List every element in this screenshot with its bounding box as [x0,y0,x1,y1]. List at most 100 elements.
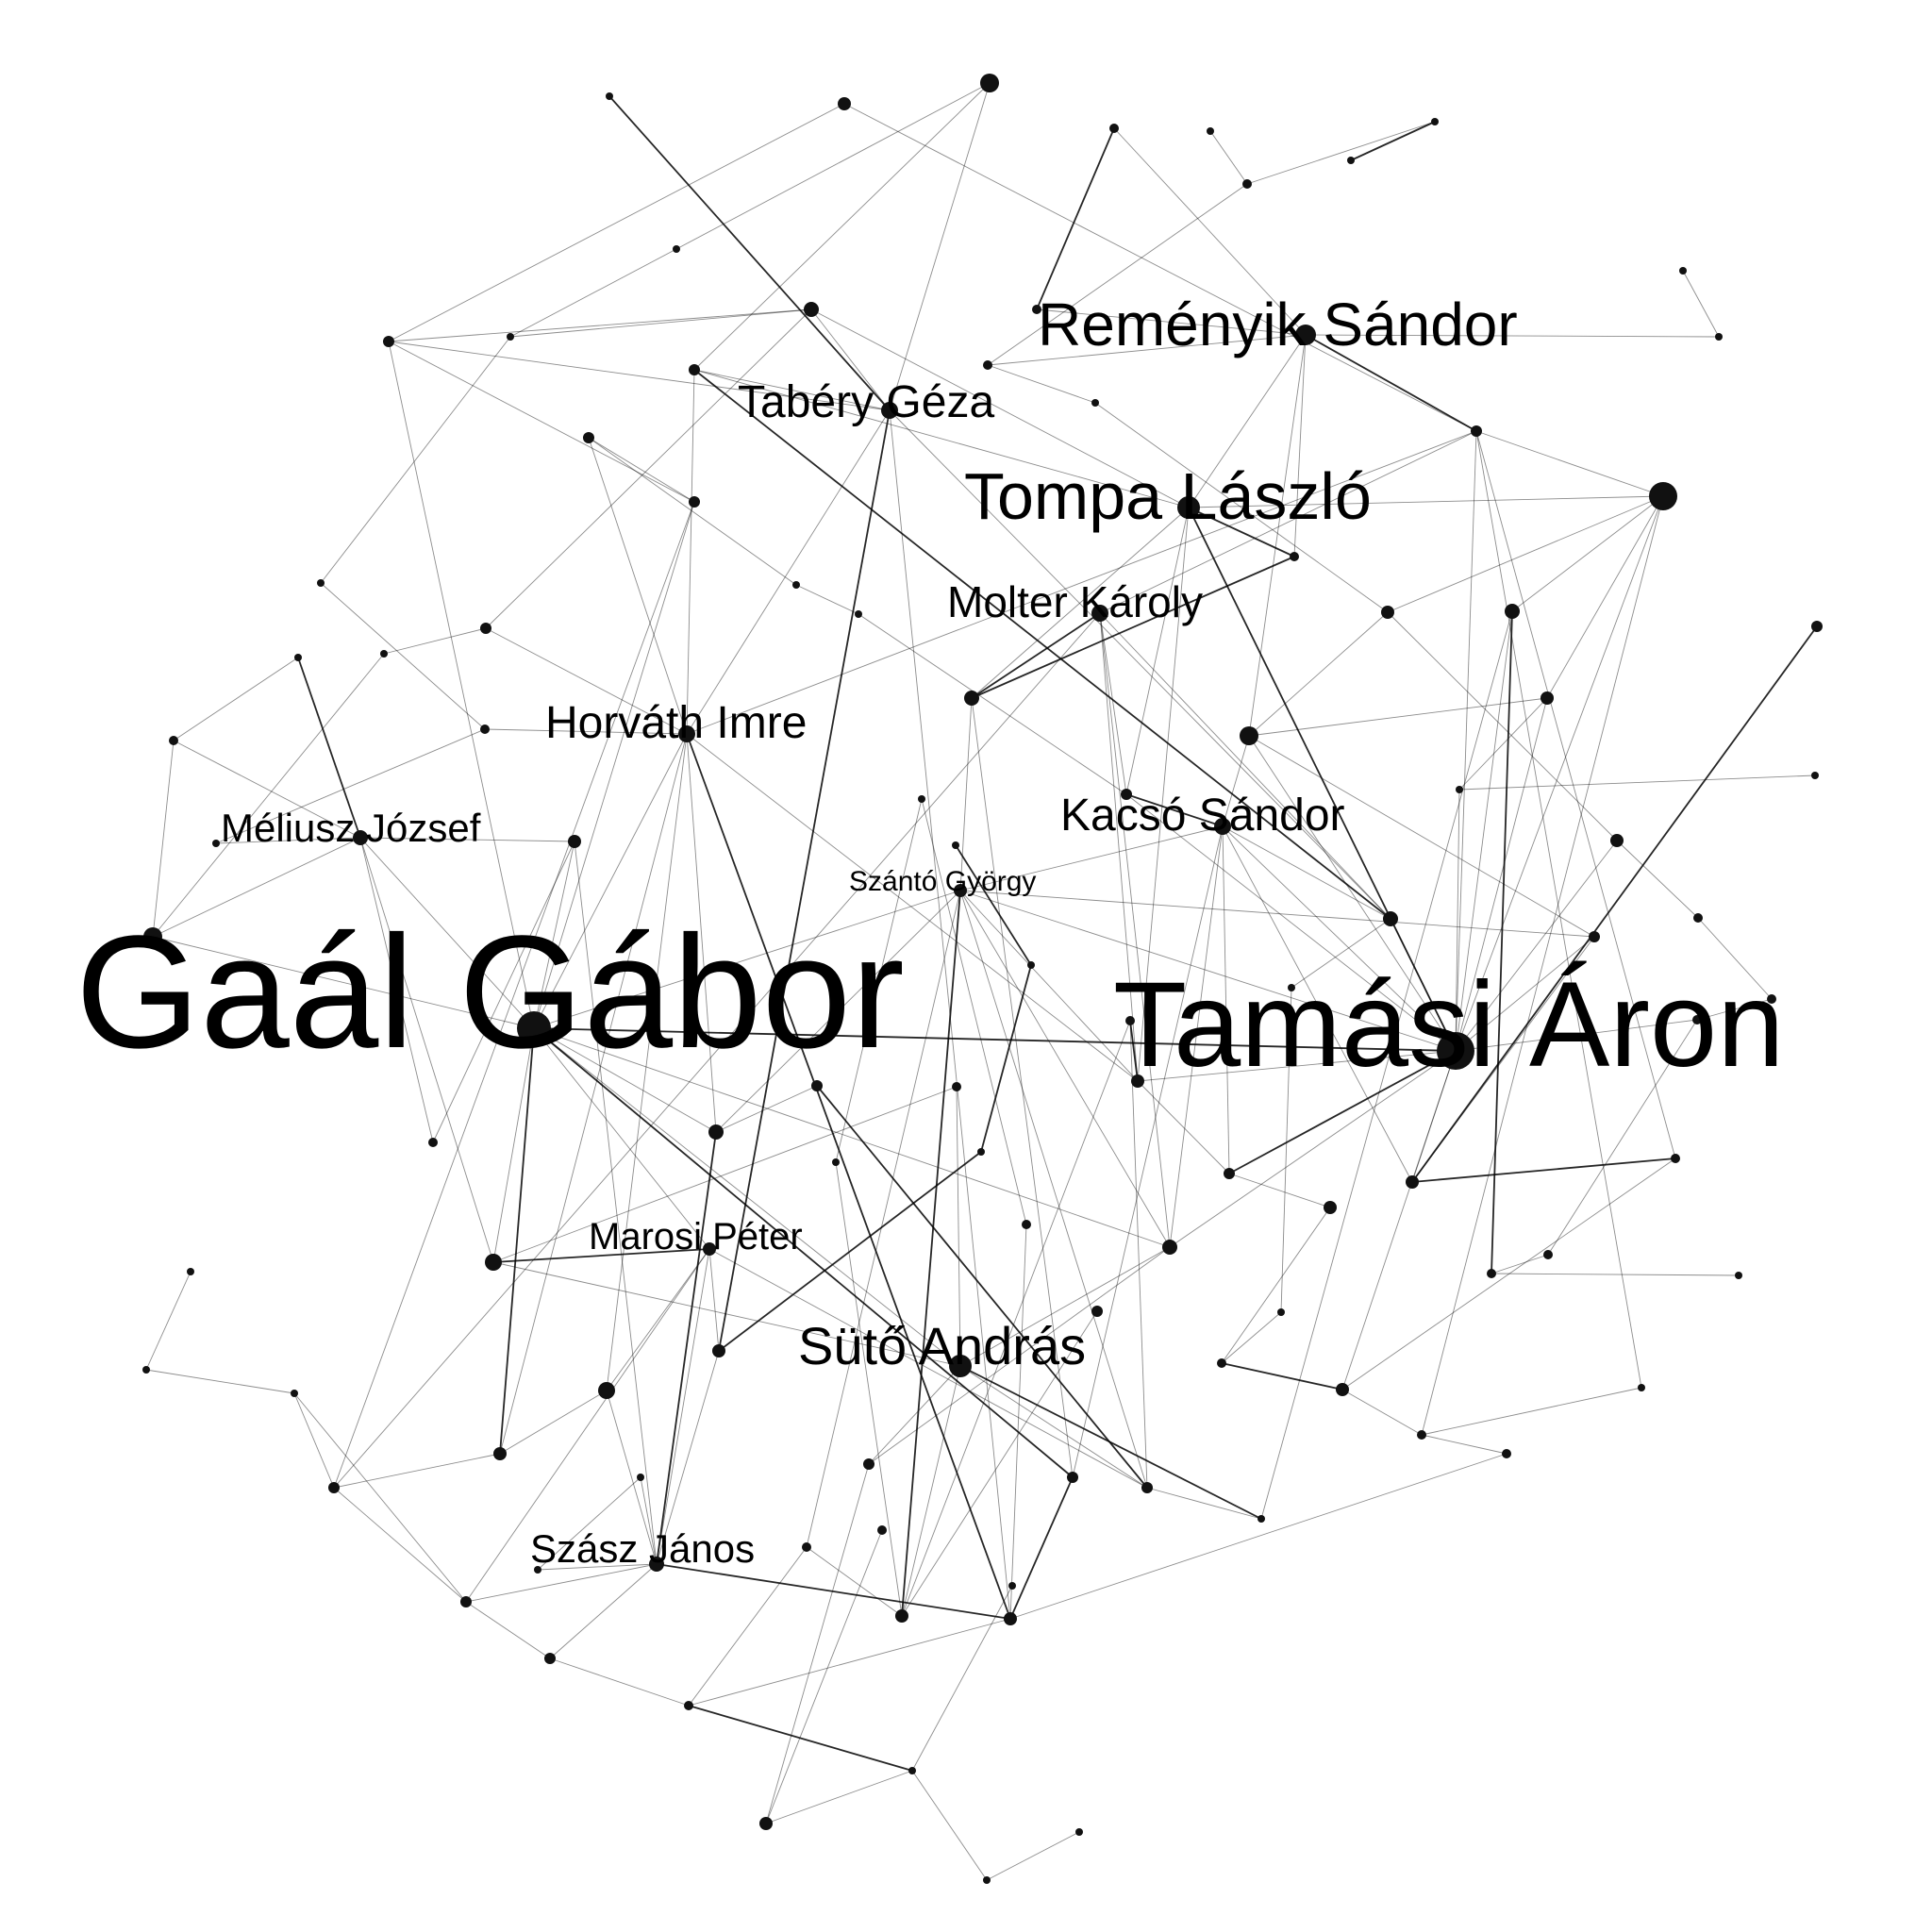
edge-n81-n83 [383,627,487,655]
edge-tompa-n18 [693,369,1190,508]
edge-n24-n22 [1248,611,1389,737]
label-kacso-sandor: Kacsó Sándor [1060,791,1345,841]
edge-gaal-meliusz [359,837,535,1029]
node-n12 [1811,621,1823,632]
node-n65 [863,1458,874,1470]
edge-tamasi-n33 [1455,840,1618,1052]
edge-n16-n27 [388,341,695,503]
edge-n4-n15 [1036,127,1115,310]
edge-horvath-n61 [686,733,1011,1620]
edge-n29-n30 [971,556,1295,699]
edge-n5-n6 [1209,130,1248,185]
edge-suto-n48 [959,1246,1171,1367]
edge-n27-n91 [333,501,695,1489]
edge-tamasi-n37 [1455,936,1595,1052]
edge-n20-n24 [1094,402,1389,613]
edge-szasz-n102 [537,1563,658,1571]
node-n34 [1811,772,1819,779]
edge-n47-n52 [1341,1158,1676,1391]
edge-kacso-n44 [1222,825,1413,1183]
edge-molter-n31 [1099,612,1127,795]
node-n38 [1125,1016,1135,1025]
edge-tamasi-n52 [1341,1050,1457,1391]
edge-n11-n56 [1421,495,1664,1436]
node-n31 [1121,789,1132,800]
edge-szanto-n72 [715,890,961,1133]
edge-suto-n65 [868,1365,961,1465]
label-gaal-gabor: Gaál Gábor [75,903,905,1082]
edge-n48-n65 [868,1246,1171,1465]
node-n20 [1091,399,1099,407]
node-n61 [1004,1612,1017,1625]
edge-n1-n18 [693,82,991,371]
node-n46 [1543,1250,1553,1259]
node-n37 [1589,931,1600,942]
node-tompa [1177,496,1200,519]
node-n36 [1383,911,1398,926]
node-n5 [1207,127,1214,135]
edge-marosi-n58 [708,1248,1148,1489]
node-tamasi [1437,1032,1474,1070]
edge-remenyik-tompa [1188,334,1307,508]
node-n6 [1242,179,1252,189]
node-n83 [480,623,491,634]
node-n74 [832,1158,840,1166]
edge-gaal-n59 [533,1027,1074,1478]
edge-kacso-n48 [1169,825,1224,1248]
edge-tompa-n11 [1188,495,1664,508]
edge-n57-n61 [1009,1453,1507,1620]
node-n84 [480,724,490,734]
node-n86 [918,795,925,803]
node-n16 [383,336,394,347]
edge-tabery-n14 [810,308,891,411]
label-tabery-geza: Tabéry Géza [738,377,994,427]
edge-horvath-n69 [499,733,688,1455]
label-tompa-laszlo: Tompa László [964,459,1372,533]
node-n53 [1487,1269,1496,1278]
edge-n17-n28 [320,336,511,584]
edge-n56-n57 [1421,1434,1507,1455]
edge-n92-n93 [465,1601,551,1659]
edge-n26-n89 [588,437,797,586]
node-tabery [881,402,898,419]
node-n93 [544,1653,556,1664]
edge-n74-n86 [835,798,923,1163]
node-n68 [598,1382,615,1399]
edge-n65-n95 [765,1463,870,1824]
edge-n23-n53 [1491,610,1513,1274]
edge-n68-n69 [499,1390,608,1455]
node-n14 [804,302,819,317]
edge-molter-n30 [971,612,1101,699]
node-n71 [428,1138,438,1147]
edge-gaal-szanto [533,890,961,1029]
edge-n53-n54 [1491,1273,1740,1276]
node-n52 [1336,1383,1349,1396]
label-suto-andras: Sütő András [798,1316,1086,1375]
node-n7 [1347,157,1355,164]
edge-n52-n56 [1341,1389,1423,1436]
edge-n19-n20 [987,364,1096,404]
edge-n18-n36 [693,369,1391,920]
edge-n2-n21 [843,103,1477,432]
edge-n92-n100 [293,1392,467,1603]
edge-meliusz-n80 [297,657,361,839]
node-n45 [1324,1201,1337,1214]
edge-tamasi-n41 [1455,1019,1698,1052]
edge-szanto-n48 [959,890,1171,1248]
node-n10 [1715,333,1723,341]
edges-layer [145,82,1818,1881]
node-n43 [1224,1168,1235,1179]
edge-kacso-n43 [1222,825,1230,1174]
edge-tabery-n67 [718,409,891,1352]
node-n50 [1277,1308,1285,1316]
edge-tamasi-n44 [1411,1050,1457,1183]
edge-tamasi-n25 [1455,697,1548,1052]
edge-suto-n75 [956,1086,961,1367]
edge-tamasi-kacso [1222,825,1457,1052]
label-meliusz-jozsef: Méliusz József [221,806,481,850]
edge-remenyik-n29 [1293,334,1307,558]
label-molter-karoly: Molter Károly [947,577,1203,626]
edge-n7-n8 [1350,121,1436,161]
edge-molter-n91 [333,612,1101,1489]
edge-remenyik-n19 [987,334,1307,366]
